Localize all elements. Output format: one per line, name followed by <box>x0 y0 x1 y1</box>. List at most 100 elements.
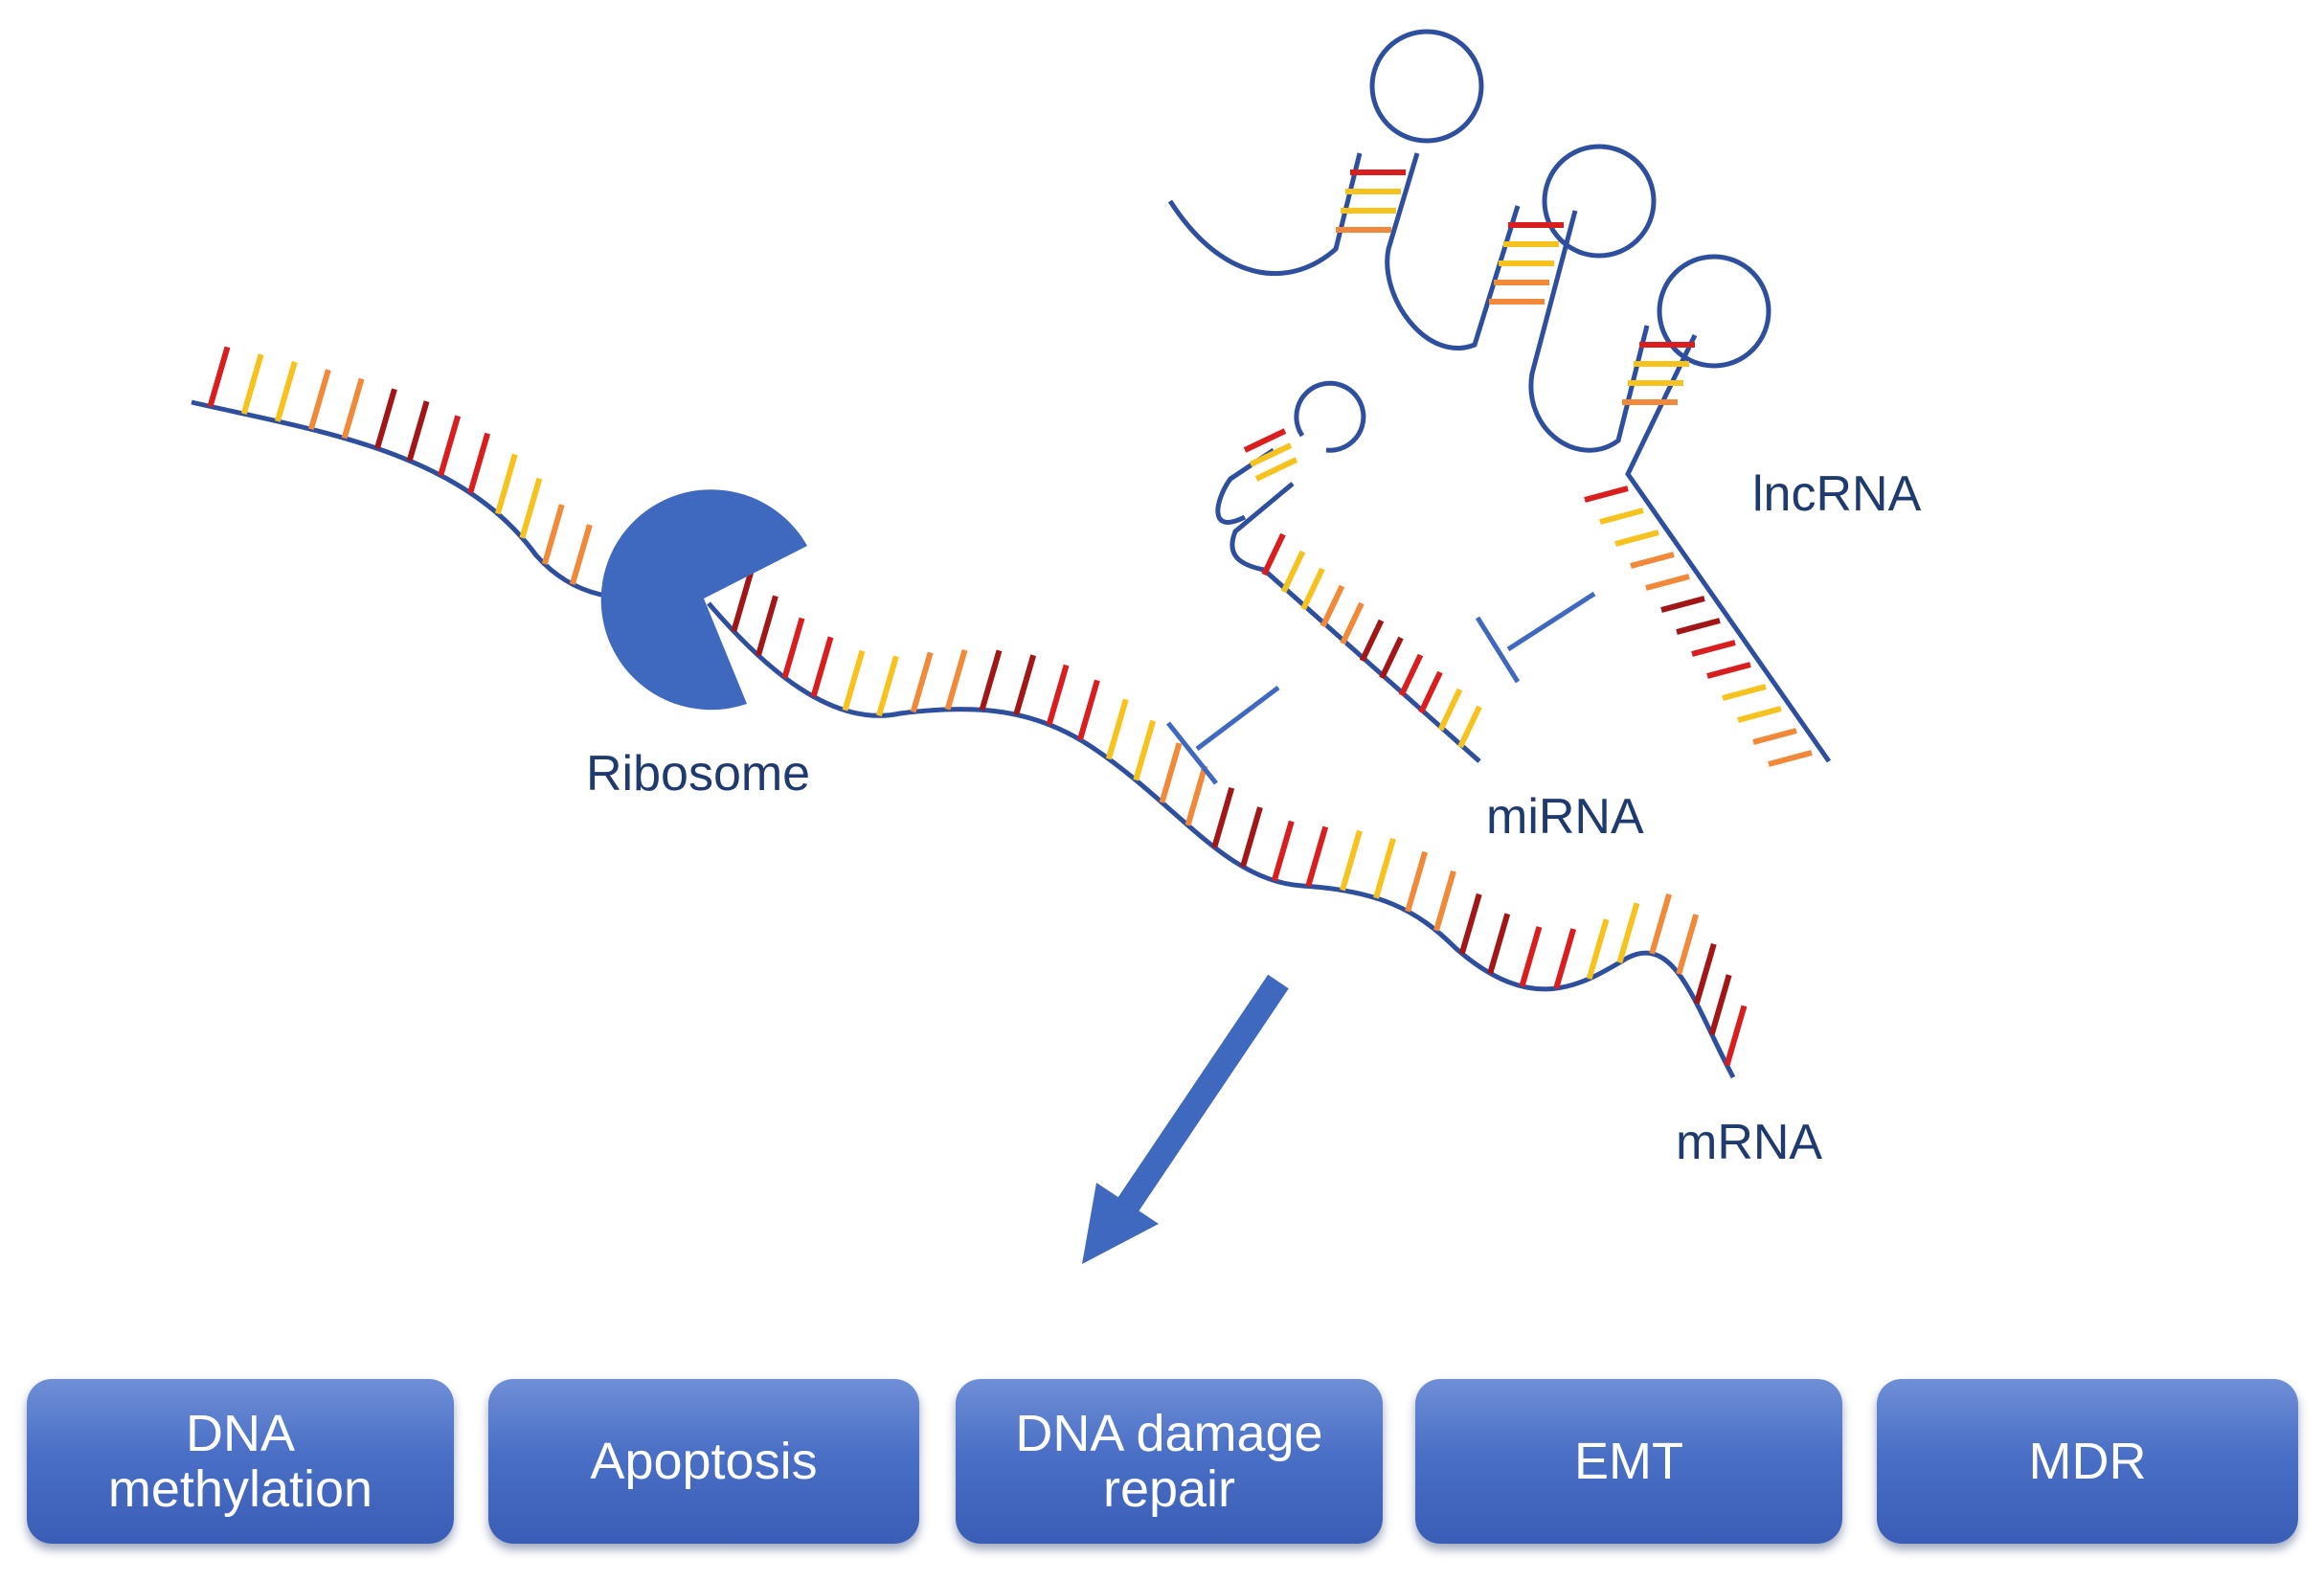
mrna-base <box>569 524 593 585</box>
down-arrow <box>1082 974 1289 1264</box>
mrna-base <box>240 353 264 415</box>
mirna-base <box>1243 428 1287 453</box>
mrna-base <box>979 649 1003 712</box>
mrna-base <box>756 595 778 657</box>
mrna-base <box>207 346 231 408</box>
ribosome-label: Ribosome <box>586 746 810 802</box>
mrna-base <box>1586 918 1610 980</box>
mrna-bases <box>207 346 1748 1067</box>
ribosome-shape <box>600 489 807 711</box>
mrna-base <box>1077 679 1100 741</box>
mirna-base <box>1340 601 1365 645</box>
mrna-base <box>307 369 331 431</box>
mrna-base <box>541 504 565 565</box>
mirna-base <box>1254 457 1298 482</box>
mrna-base <box>1487 913 1511 975</box>
mrna-base <box>406 400 430 462</box>
inhibition-lncrna-mirna <box>1475 591 1596 684</box>
mrna-base <box>1616 902 1640 963</box>
outcome-mdr: MDR <box>1877 1379 2298 1544</box>
mirna-base <box>1300 567 1325 611</box>
mirna-base <box>1280 550 1306 594</box>
lncrna-base <box>1614 530 1659 547</box>
mirna-base <box>1398 653 1424 697</box>
mrna-base <box>1676 914 1700 975</box>
lncrna-base <box>1660 596 1705 613</box>
mrna-base <box>781 617 805 679</box>
mrna-label: mRNA <box>1676 1115 1822 1170</box>
mrna-base <box>1724 1005 1748 1067</box>
mrna-base <box>1240 806 1263 868</box>
outcome-text-line2: repair <box>1102 1460 1236 1518</box>
lncrna-base <box>1691 640 1736 657</box>
outcome-text-line2: methylation <box>107 1460 373 1518</box>
mrna-base <box>1405 850 1429 913</box>
mrna-base <box>1693 942 1717 1005</box>
outcome-apoptosis: Apoptosis <box>488 1379 919 1544</box>
mirna-label: miRNA <box>1486 789 1644 845</box>
mirna-bases <box>1243 428 1482 749</box>
lncrna-base <box>1599 508 1644 525</box>
mrna-base <box>1305 825 1329 888</box>
mrna-base <box>1185 765 1208 826</box>
lncrna-label: lncRNA <box>1752 466 1922 522</box>
inhibition-mirna-mrna <box>1166 686 1280 785</box>
outcome-text-line1: EMT <box>1574 1432 1683 1490</box>
mrna-base <box>731 571 755 633</box>
mrna-base <box>438 415 462 477</box>
mirna-base <box>1457 705 1482 749</box>
mirna-base <box>1261 532 1286 576</box>
mrna-base <box>1271 820 1295 882</box>
mrna-base <box>910 651 934 713</box>
lncrna-bases <box>1336 170 1813 767</box>
mrna-base <box>944 648 968 711</box>
mrna-base <box>1433 870 1456 932</box>
mrna-base <box>1553 928 1577 989</box>
mirna-base <box>1249 442 1293 467</box>
mirna-base <box>1418 670 1443 714</box>
mrna-base <box>1013 654 1037 716</box>
lncrna-base <box>1630 552 1675 569</box>
mirna-base <box>1359 619 1385 663</box>
mrna-base <box>876 655 899 717</box>
mrna-base <box>1373 837 1396 899</box>
mrna-base <box>1649 893 1672 955</box>
mrna-base <box>1105 698 1129 760</box>
mrna-base <box>341 377 365 440</box>
outcome-text-line1: DNA damage <box>1015 1404 1323 1462</box>
mrna-base <box>1708 974 1732 1035</box>
mrna-base <box>1340 829 1363 892</box>
mrna-base <box>519 477 543 539</box>
mrna-base <box>842 649 866 712</box>
lncrna-base <box>1584 486 1629 503</box>
mrna-base <box>494 453 518 515</box>
mirna-strand <box>1215 380 1481 763</box>
mrna-base <box>1159 742 1183 803</box>
lncrna-strand <box>1167 152 1832 763</box>
lncrna-base <box>1768 750 1813 767</box>
outcome-text-line1: MDR <box>2028 1432 2147 1490</box>
mrna-base <box>1211 786 1235 848</box>
lncrna-loop-2 <box>1542 144 1657 259</box>
mrna-base <box>1046 664 1070 726</box>
outcome-text-line1: Apoptosis <box>590 1432 818 1490</box>
lncrna-base <box>1706 662 1751 679</box>
mrna-base <box>1133 719 1157 781</box>
lncrna-base <box>1722 684 1767 701</box>
mrna-base <box>467 432 491 494</box>
outcome-emt: EMT <box>1415 1379 1842 1544</box>
mirna-base <box>1379 636 1404 680</box>
mrna-base <box>1519 926 1543 987</box>
mirna-base <box>1437 688 1463 732</box>
mrna-base <box>810 636 834 698</box>
lncrna-base <box>1752 728 1797 745</box>
lncrna-base <box>1645 574 1690 591</box>
mrna-base <box>1458 893 1482 955</box>
outcome-text-line1: DNA <box>185 1404 295 1462</box>
mrna-base <box>374 388 397 450</box>
lncrna-loop-3 <box>1657 254 1771 369</box>
mrna-base <box>274 361 298 422</box>
